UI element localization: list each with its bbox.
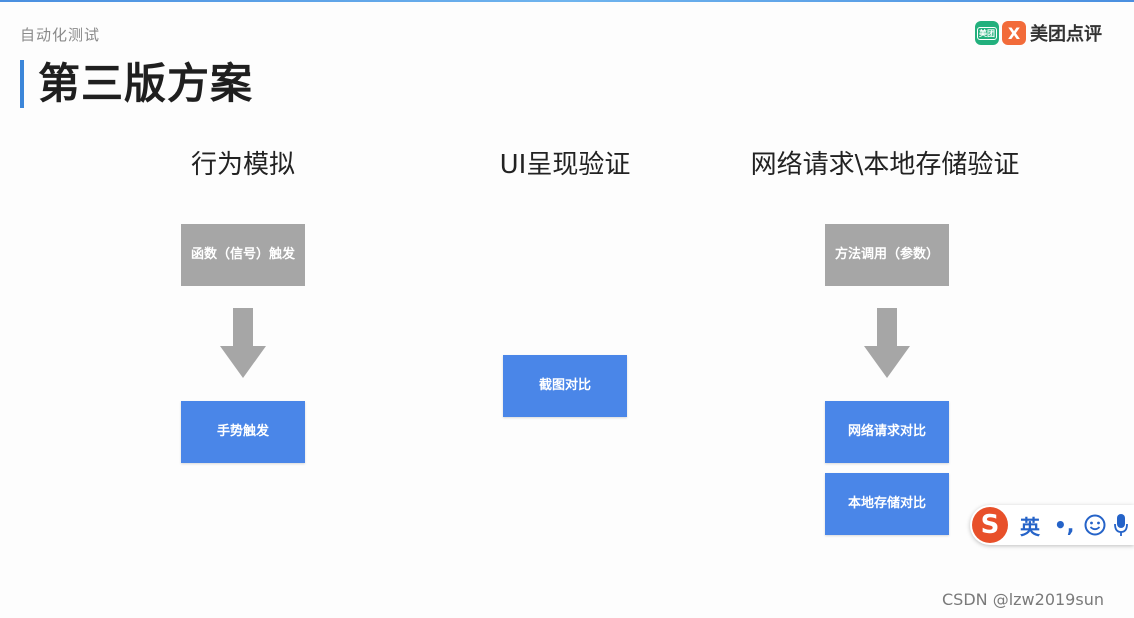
watermark: CSDN @lzw2019sun [942,590,1104,609]
page-title: 第三版方案 [38,59,254,108]
section-label: 自动化测试 [20,26,101,44]
ime-language-toggle[interactable]: 英 [1020,514,1040,539]
column-title-behavior: 行为模拟 [190,150,295,180]
column-title-ui-verify: UI呈现验证 [499,150,631,180]
meituan-icon: 美团 [975,21,999,45]
column-title-network-storage: 网络请求\本地存储验证 [750,150,1020,180]
sogou-logo-icon[interactable]: S [972,507,1008,543]
box-screenshot-compare: 截图对比 [503,355,627,417]
down-arrow-icon [220,308,266,378]
dianping-icon: X [1002,21,1026,45]
box-function-trigger: 函数（信号）触发 [181,224,305,286]
brand-logo: 美团 X 美团点评 [975,20,1102,46]
ime-toolbar[interactable]: S 英 •, [970,505,1134,545]
emoji-icon[interactable] [1084,514,1106,536]
title-accent-bar [20,60,24,108]
box-storage-compare: 本地存储对比 [825,473,949,535]
box-method-call: 方法调用（参数） [825,224,949,286]
down-arrow-icon [864,308,910,378]
brand-name: 美团点评 [1030,24,1102,45]
top-accent-line [0,0,1134,2]
box-gesture-trigger: 手势触发 [181,401,305,463]
microphone-icon[interactable] [1114,513,1129,537]
ime-punctuation-toggle[interactable]: •, [1054,513,1075,537]
box-network-compare: 网络请求对比 [825,401,949,463]
